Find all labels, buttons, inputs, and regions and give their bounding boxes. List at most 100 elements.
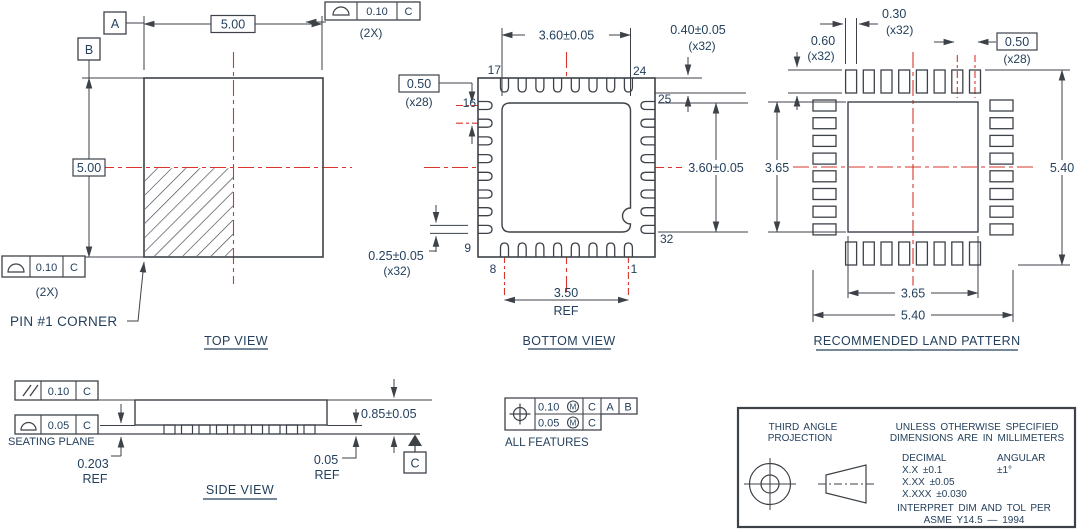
decimal-tol-2: X.XX ±0.05 xyxy=(902,477,955,488)
pitch-dim: 0.50 xyxy=(407,77,431,91)
fcf-datum-c1: C xyxy=(588,402,596,414)
angular-header: ANGULAR xyxy=(997,453,1045,464)
pad-height-dim: 3.60±0.05 xyxy=(688,161,744,175)
land-center-pad xyxy=(847,101,979,233)
datum-a-label: A xyxy=(111,17,120,31)
pin-length-dim: 0.40±0.05 xyxy=(670,23,726,37)
land-pad-length-qty: (x32) xyxy=(807,49,834,63)
mmc-modifier-2: M xyxy=(570,419,577,428)
profile-qty-top: (2X) xyxy=(360,26,383,40)
profile-datum-top: C xyxy=(405,6,413,18)
profile-fcf-top: 0.10 C (2X) xyxy=(305,1,421,40)
pad-width-dim: 3.60±0.05 xyxy=(539,29,595,43)
side-view-leads xyxy=(163,424,316,435)
flatness-fcf: 0.05 C xyxy=(14,414,99,435)
profile-surface-icon xyxy=(20,421,37,431)
flatness-datum: C xyxy=(83,420,91,432)
datum-c-label: C xyxy=(410,457,419,471)
fcf-datum-c2: C xyxy=(588,418,596,430)
pitch-qty: (x28) xyxy=(405,95,432,109)
side-view-label: SIDE VIEW xyxy=(206,483,274,497)
datum-c-box xyxy=(403,451,427,474)
top-view-package-outline xyxy=(143,77,324,258)
land-pitch-qty: (x28) xyxy=(1003,52,1030,66)
pin-width-qty: (x32) xyxy=(383,264,410,278)
bottom-view: 3.60±0.05 0.40±0.05 (x32) 0.50 (x28) 0.2… xyxy=(368,23,748,350)
pin1-corner-hatch xyxy=(145,168,233,257)
land-pad-width-dim: 0.30 xyxy=(882,7,906,21)
parallelism-tol: 0.10 xyxy=(48,386,69,398)
mmc-modifier-1: M xyxy=(570,403,577,412)
parallelism-fcf: 0.10 C xyxy=(14,380,135,401)
projection-label-1: THIRD ANGLE xyxy=(769,422,838,433)
top-width-dim: 5.00 xyxy=(221,18,245,32)
pin-label-32: 32 xyxy=(660,232,674,246)
position-fcf: 0.10 M C A B 0.05 M C ALL FEATURES xyxy=(504,397,638,449)
decimal-tol-1: X.X ±0.1 xyxy=(902,465,943,476)
pin-label-24: 24 xyxy=(633,64,647,78)
land-inner-height-dim: 3.65 xyxy=(765,161,789,175)
third-angle-projection-icon xyxy=(744,458,874,510)
pin-length-qty: (x32) xyxy=(688,39,715,53)
package-height-dim: 0.85±0.05 xyxy=(361,407,417,421)
top-height-dim: 5.00 xyxy=(77,161,101,175)
profile-tol-left: 0.10 xyxy=(36,262,57,274)
datum-b-label: B xyxy=(85,43,93,57)
span-ref: REF xyxy=(554,304,579,318)
pin-label-25: 25 xyxy=(658,92,672,106)
exposed-pad-outline xyxy=(501,102,632,233)
position-icon xyxy=(509,403,531,425)
spec-note-2: DIMENSIONS ARE IN MILLIMETERS xyxy=(890,433,1065,444)
pin-label-8: 8 xyxy=(490,262,497,276)
lead-thickness-dim: 0.05 xyxy=(314,453,338,467)
mmc-modifier-icon xyxy=(566,416,580,429)
land-pitch-dim: 0.50 xyxy=(1005,35,1029,49)
position-tol-1: 0.10 xyxy=(538,402,559,414)
parallelism-datum: C xyxy=(83,386,91,398)
land-inner-width-dim: 3.65 xyxy=(901,287,925,301)
parallelism-icon xyxy=(22,384,39,397)
seating-plane-label: SEATING PLANE xyxy=(8,436,95,448)
pin-label-1: 1 xyxy=(631,262,638,276)
dim-box xyxy=(210,14,256,34)
decimal-tol-3: X.XXX ±0.030 xyxy=(902,489,967,500)
side-view-body xyxy=(134,399,328,426)
standoff-ref: REF xyxy=(83,472,108,486)
flatness-tol: 0.05 xyxy=(48,420,69,432)
land-outer-height-dim: 5.40 xyxy=(1050,161,1074,175)
profile-surface-icon xyxy=(7,263,25,273)
fcf-datum-a: A xyxy=(606,402,614,414)
top-view: 5.00 A B 5.00 0.10 C (2X) 0.10 C (2X) PI… xyxy=(1,1,421,350)
profile-datum-left: C xyxy=(70,262,78,274)
dim-box xyxy=(996,32,1038,51)
pin-label-17: 17 xyxy=(488,63,502,77)
top-view-label: TOP VIEW xyxy=(204,334,268,348)
lead-thickness-ref: REF xyxy=(315,468,340,482)
land-pad-width-qty: (x32) xyxy=(886,23,913,37)
land-pattern: 0.30 (x32) 0.60 (x32) 0.50 (x28) 3.65 5.… xyxy=(761,7,1079,351)
profile-surface-icon xyxy=(332,6,350,16)
datum-c-triangle-icon xyxy=(408,434,422,446)
land-pattern-label: RECOMMENDED LAND PATTERN xyxy=(813,334,1020,348)
bottom-view-label: BOTTOM VIEW xyxy=(522,334,615,348)
angular-tol: ±1° xyxy=(997,465,1012,476)
mmc-modifier-icon xyxy=(566,400,580,413)
interpret-note-2: ASME Y14.5 — 1994 xyxy=(924,515,1025,526)
pin-width-dim: 0.25±0.05 xyxy=(368,249,424,263)
profile-qty-left: (2X) xyxy=(36,285,59,299)
projection-label-2: PROJECTION xyxy=(768,433,832,444)
datum-c: C xyxy=(403,434,427,474)
pin-label-16: 16 xyxy=(463,96,477,110)
title-block-border xyxy=(736,406,1077,529)
profile-tol-top: 0.10 xyxy=(366,6,387,18)
standoff-dim: 0.203 xyxy=(77,457,108,471)
side-view: 0.10 C 0.05 C SEATING PLANE 0.203 REF 0.… xyxy=(8,379,432,500)
spec-note-1: UNLESS OTHERWISE SPECIFIED xyxy=(896,422,1059,433)
dim-box xyxy=(72,158,106,177)
pin1-corner-note: PIN #1 CORNER xyxy=(10,314,117,329)
title-block: THIRD ANGLE PROJECTION UNLESS OTHERWISE … xyxy=(736,406,1077,529)
pin-label-9: 9 xyxy=(464,241,471,255)
position-tol-2: 0.05 xyxy=(538,418,559,430)
